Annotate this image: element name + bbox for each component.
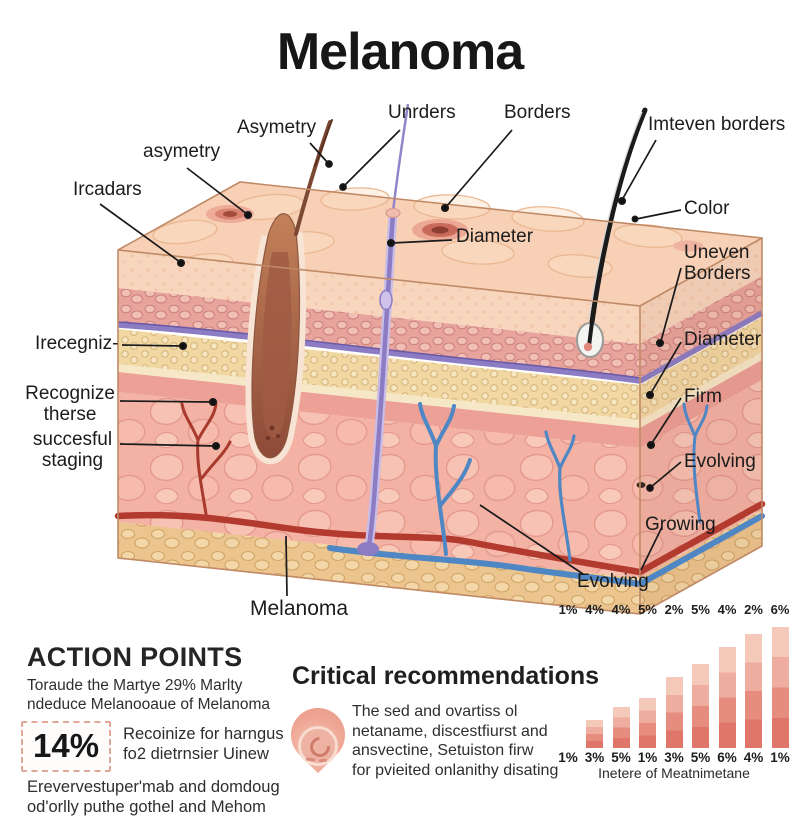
recommendations-heading: Critical recommendations	[292, 662, 600, 690]
bar-bottom-label: 5%	[611, 750, 631, 765]
bar-chart: 1% 1% 4% 3% 4% 5% 5% 1% 2% 3% 5% 5% 4% 6% 2% 4% 6% 1% Ine…	[556, 602, 792, 781]
lesion-spot-center	[412, 219, 468, 241]
bar-bottom-label: 5%	[690, 750, 711, 765]
bar-top-label: 1%	[558, 602, 578, 617]
bar-top-label: 4%	[585, 602, 604, 617]
bar-bottom-label: 4%	[743, 750, 764, 765]
bar	[639, 698, 656, 748]
bar	[718, 647, 736, 748]
leader-lines	[99, 129, 682, 597]
bar-column: 6% 1%	[768, 602, 792, 765]
bar-bottom-label: 1%	[637, 750, 658, 765]
blue-vessel-tree-2	[544, 430, 576, 562]
action-points-intro: Toraude the Martye 29% Marlty ndeduce Me…	[27, 677, 271, 713]
bar	[612, 707, 630, 748]
blood-vessels	[114, 402, 766, 587]
bar	[771, 627, 789, 748]
bar-bottom-label: 1%	[770, 750, 790, 765]
bar-bottom-label: 3%	[664, 750, 684, 765]
red-vessel-tree	[180, 402, 232, 516]
bar-top-label: 5%	[638, 602, 657, 617]
bar	[692, 664, 709, 748]
skin-cross-section-illustration	[99, 103, 766, 615]
bar-bottom-label: 6%	[717, 750, 737, 765]
bar-column: 2% 4%	[742, 602, 766, 765]
bar-top-label: 2%	[664, 602, 684, 617]
skin-front-face	[117, 250, 641, 614]
bar-column: 1% 1%	[556, 602, 580, 765]
blue-vessel-tree-1	[418, 402, 472, 556]
bar-chart-columns: 1% 1% 4% 3% 4% 5% 5% 1% 2% 3% 5% 5% 4% 6% 2% 4% 6% 1%	[556, 602, 792, 765]
recommendations-section: Critical recommendations	[292, 662, 599, 691]
bar	[665, 677, 683, 748]
bar-column: 4% 5%	[609, 602, 633, 765]
bar-top-label: 2%	[744, 602, 763, 617]
bar-column: 4% 3%	[583, 602, 607, 765]
bar-top-label: 4%	[611, 602, 631, 617]
bar-top-label: 4%	[717, 602, 737, 617]
action-points-heading: ACTION POINTS	[27, 642, 243, 672]
mole-spot	[636, 482, 646, 488]
block-outline	[117, 181, 763, 615]
bar	[745, 634, 762, 748]
bar-top-label: 6%	[770, 602, 790, 617]
hair-follicle-purple	[357, 103, 410, 556]
bar-column: 5% 1%	[636, 602, 660, 765]
bar-top-label: 5%	[691, 602, 710, 617]
action-points-footer: Erevervestuper'mab and domdoug od'orlly …	[27, 777, 280, 816]
stat-text: Recoinize for harngus fo2 dietrnsier Uin…	[123, 724, 284, 763]
bar-column: 5% 5%	[689, 602, 713, 765]
bar-bottom-label: 1%	[558, 750, 578, 765]
hair-shaft-black	[576, 107, 648, 358]
droplet-icon	[279, 694, 357, 786]
bar-bottom-label: 3%	[584, 750, 605, 765]
hair-follicle-brown	[245, 119, 333, 464]
chart-caption: Inetere of Meatnimetane	[598, 765, 750, 781]
bar-column: 4% 6%	[715, 602, 739, 765]
recommendations-body: The sed and ovartiss ol netaname, disces…	[352, 703, 559, 779]
bar-column: 2% 3%	[662, 602, 686, 765]
stat-badge-14pct: 14%	[21, 720, 112, 772]
lesion-spot-right	[673, 240, 703, 252]
action-points-section: ACTION POINTS Toraude the Martye 29% Mar…	[21, 642, 284, 817]
blue-vessel-tree-right	[682, 402, 709, 524]
bar	[586, 720, 603, 748]
